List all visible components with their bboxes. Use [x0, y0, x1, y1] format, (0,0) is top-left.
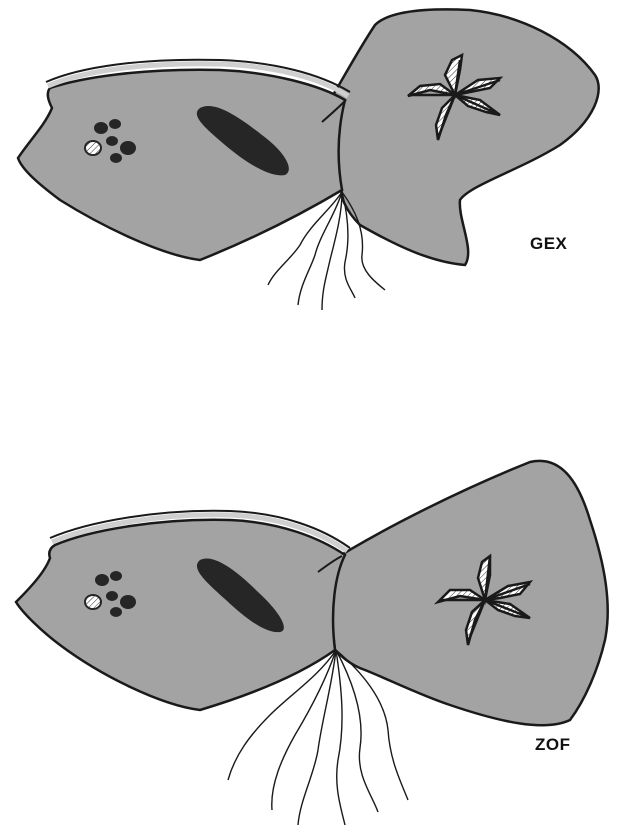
- panel-gex: [18, 9, 599, 310]
- panel-label-zof: ZOF: [535, 735, 571, 755]
- panel-label-gex: GEX: [530, 234, 567, 254]
- left-lobe: [18, 70, 345, 260]
- panel-zof: [16, 461, 608, 825]
- left-lobe: [16, 520, 345, 710]
